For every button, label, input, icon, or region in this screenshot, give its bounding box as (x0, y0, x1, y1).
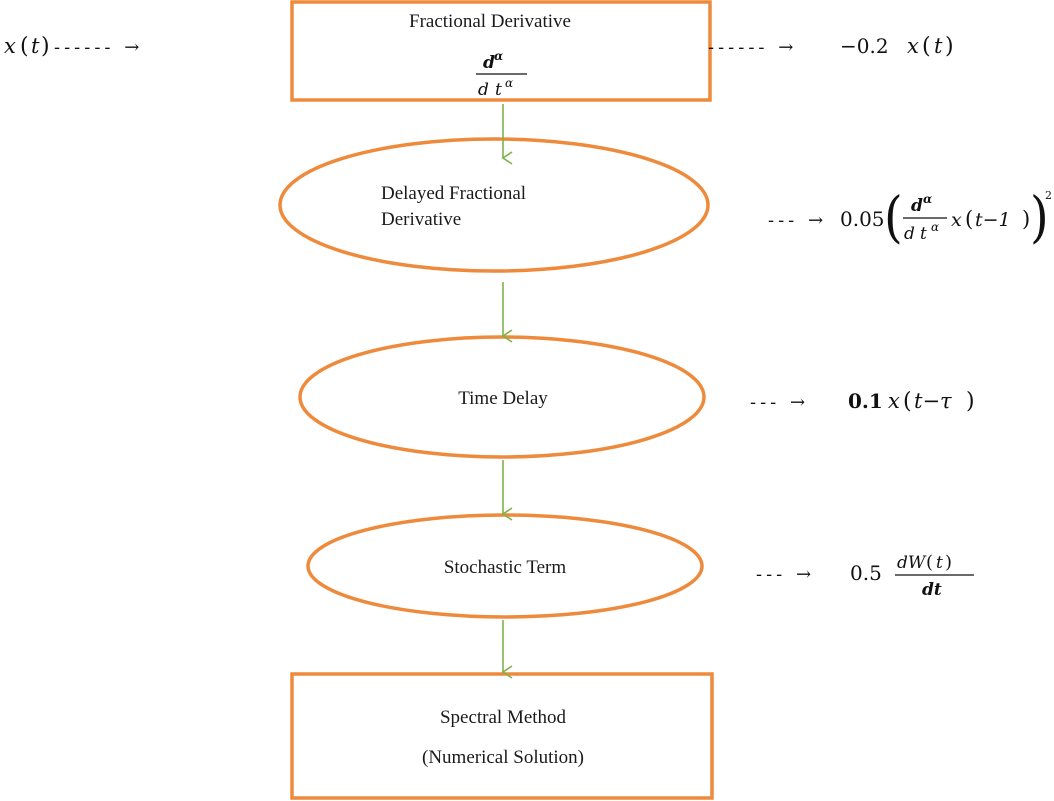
fractional-derivative-box (290, 0, 712, 102)
input-paren-open: ( (20, 34, 29, 59)
output-2-x: x (951, 209, 962, 231)
output-3-arg: t−τ (914, 389, 952, 413)
input-x: x (4, 34, 16, 58)
output-2-den-d: d (904, 224, 915, 244)
output-1-t: t (934, 34, 943, 58)
time-delay-label: Time Delay (458, 388, 548, 409)
input-signal: x ( t ) ------ → (4, 34, 143, 59)
output-2-big-paren-open: ( (884, 186, 903, 250)
output-4-arrow: --- → (756, 564, 815, 585)
output-3-arrow: --- → (750, 392, 809, 413)
input-arrow: ------ → (54, 37, 143, 58)
output-2-paren-close: ) (1022, 207, 1030, 231)
output-term-1: ------ → −0.2 x ( t ) (708, 34, 954, 59)
node-delayed-fractional-derivative: Delayed Fractional Derivative (278, 137, 710, 273)
fd-num-d: d (483, 53, 495, 73)
output-3-paren-open: ( (903, 389, 912, 414)
output-term-2: --- → 0.05 ( d α d t α x ( t−1 ) ) 2 (768, 186, 1052, 250)
node-time-delay: Time Delay (298, 335, 706, 459)
output-2-coef: 0.05 (840, 207, 885, 231)
node-stochastic-term: Stochastic Term (306, 513, 704, 619)
output-2-paren-open: ( (965, 207, 973, 231)
spectral-method-line1: Spectral Method (440, 707, 567, 728)
output-3-paren-close: ) (966, 389, 975, 414)
fractional-derivative-label: Fractional Derivative (409, 11, 571, 32)
output-2-arrow: --- → (768, 210, 827, 231)
output-3-coef: 0.1 (848, 389, 883, 413)
output-3-x: x (888, 389, 900, 413)
fd-den-d: d (478, 80, 489, 100)
output-2-den-alpha: α (931, 220, 939, 234)
output-1-coef: −0.2 (840, 34, 889, 58)
fd-den-alpha: α (505, 76, 513, 90)
output-1-x: x (907, 34, 919, 58)
output-term-4: --- → 0.5 dW ( t ) dt (756, 552, 974, 600)
output-4-paren-close: ) (945, 552, 952, 573)
input-t: t (31, 34, 40, 58)
fd-den-t: t (495, 80, 502, 100)
output-2-big-paren-close: ) (1030, 186, 1049, 250)
node-spectral-method: Spectral Method (Numerical Solution) (290, 672, 714, 800)
output-1-arrow: ------ → (708, 37, 797, 58)
delayed-fractional-derivative-line2: Derivative (381, 209, 461, 230)
output-4-den: dt (922, 580, 942, 600)
output-1-paren-open: ( (922, 34, 931, 59)
delayed-fractional-derivative-line1: Delayed Fractional (381, 183, 526, 204)
spectral-method-box (290, 672, 714, 800)
output-4-num: dW (897, 553, 927, 573)
output-2-arg: t−1 (975, 209, 1011, 231)
output-1-paren-close: ) (945, 34, 954, 59)
fd-num-alpha: α (494, 49, 503, 63)
output-2-power: 2 (1045, 189, 1052, 202)
output-4-num-t: t (936, 553, 943, 573)
delayed-fractional-derivative-ellipse (278, 137, 710, 273)
stochastic-term-label: Stochastic Term (444, 557, 567, 578)
output-4-paren-open: ( (926, 552, 933, 573)
output-term-3: --- → 0.1 x ( t−τ ) (750, 389, 975, 414)
input-paren-close: ) (41, 34, 50, 59)
spectral-method-line2: (Numerical Solution) (422, 747, 584, 768)
output-2-den-t: t (920, 224, 927, 244)
output-2-num-d: d (911, 196, 923, 216)
node-fractional-derivative: Fractional Derivative d α d t α (290, 0, 712, 102)
output-4-coef: 0.5 (850, 561, 882, 585)
output-2-num-alpha: α (923, 192, 932, 206)
